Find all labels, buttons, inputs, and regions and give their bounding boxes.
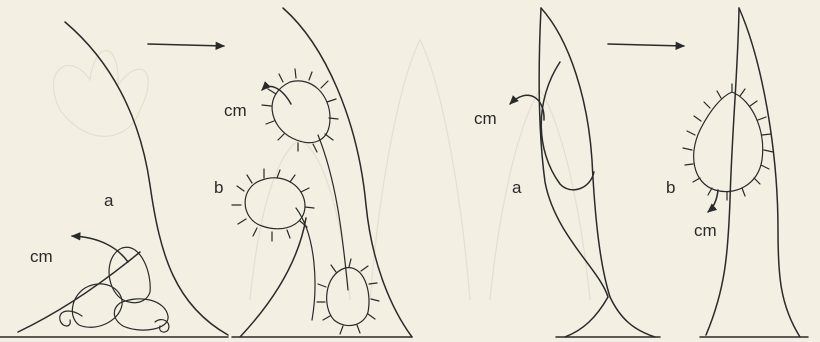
label-a-right: a [512, 178, 522, 197]
label-cm-left-after: cm [224, 101, 247, 120]
right-before-stem-left [539, 8, 608, 337]
capsule-right-with-spines [683, 89, 773, 200]
right-before-stem-right [541, 8, 655, 337]
capsule-1 [109, 247, 150, 303]
left-before-wall [65, 22, 228, 335]
left-before-group: a cm [0, 22, 228, 337]
right-before-pouch [541, 62, 594, 190]
left-after-wall-left [240, 218, 306, 337]
transition-arrow-left [148, 44, 224, 46]
label-a-left: a [104, 191, 114, 210]
cm-arrow-left-after [262, 86, 291, 104]
label-b-right: b [666, 178, 675, 197]
capsule-2 [72, 284, 122, 327]
label-cm-right-before: cm [474, 109, 497, 128]
right-after-stem-right [739, 8, 800, 337]
right-after-stem-left [706, 8, 739, 335]
stalk-b-capsule [296, 208, 315, 320]
left-after-group: cm b [214, 8, 412, 337]
label-b-left: b [214, 178, 223, 197]
label-cm-left-before: cm [30, 247, 53, 266]
label-cm-right-after: cm [694, 221, 717, 240]
capsule-tail-1 [60, 311, 82, 326]
stalk-cm-capsule [318, 135, 348, 290]
right-before-group: cm a [474, 8, 660, 337]
right-after-group: b cm [666, 8, 808, 337]
background-watermark [53, 40, 590, 300]
transition-arrow-right [608, 44, 684, 46]
